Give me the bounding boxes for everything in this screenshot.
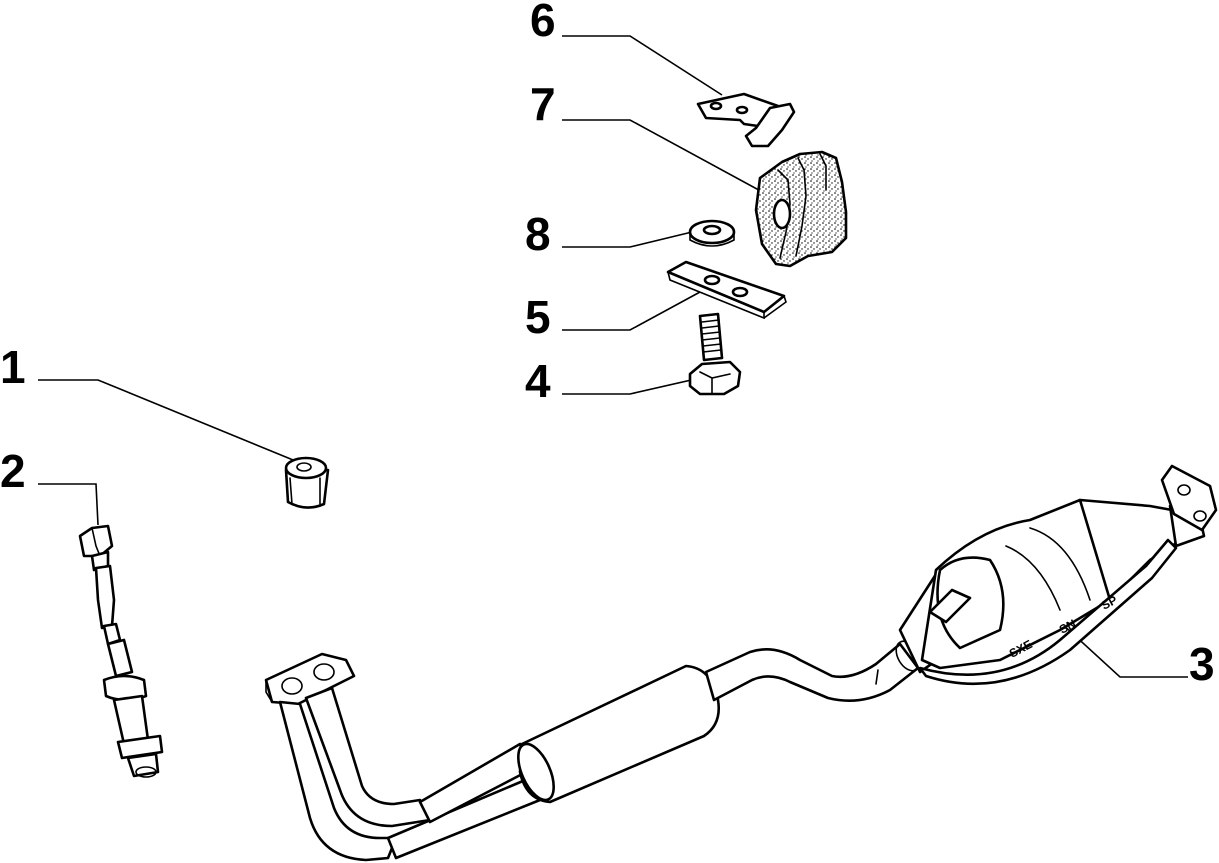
part-3-exhaust-pipe-catalytic-converter: SXE SN SP bbox=[264, 464, 1218, 862]
part-6-bracket bbox=[696, 92, 796, 148]
part-7-rubber-mount bbox=[754, 150, 848, 268]
leader-line-7 bbox=[562, 119, 769, 196]
leader-line-1 bbox=[38, 379, 299, 463]
part-2-oxygen-sensor bbox=[78, 524, 164, 778]
part-4-bolt bbox=[688, 312, 742, 396]
part-5-plate bbox=[666, 260, 787, 320]
callout-3: 3 bbox=[1189, 638, 1215, 690]
leader-line-5 bbox=[562, 291, 701, 331]
leader-lines bbox=[38, 35, 1188, 678]
callout-1: 1 bbox=[0, 341, 26, 393]
part-1-sleeve bbox=[284, 456, 330, 509]
callout-4: 4 bbox=[525, 355, 551, 407]
leader-line-4 bbox=[562, 377, 701, 395]
callout-2: 2 bbox=[0, 445, 26, 497]
callout-7: 7 bbox=[530, 78, 556, 130]
stamp-text-2: SN bbox=[1057, 616, 1078, 636]
callout-8: 8 bbox=[525, 208, 551, 260]
callout-numbers: 1 2 3 4 5 6 7 8 bbox=[0, 0, 1215, 690]
leader-line-8 bbox=[562, 231, 693, 248]
callout-5: 5 bbox=[525, 291, 551, 343]
callout-6: 6 bbox=[530, 0, 556, 46]
leader-line-6 bbox=[562, 35, 723, 96]
part-8-washer bbox=[688, 219, 736, 247]
stamp-text-3: SP bbox=[1099, 593, 1120, 613]
leader-line-2 bbox=[38, 483, 99, 526]
